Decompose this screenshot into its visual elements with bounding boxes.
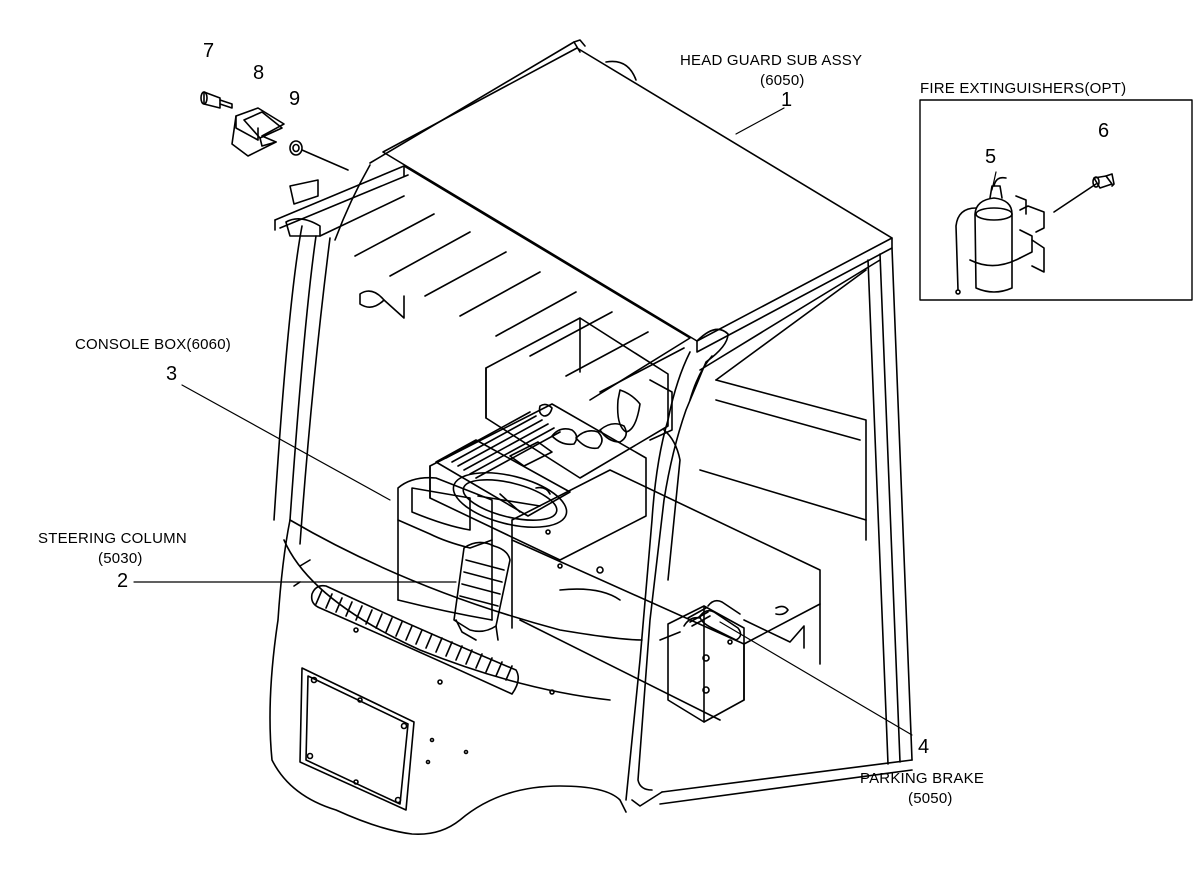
console-box (397, 476, 493, 621)
rear-right-pillar (659, 247, 913, 805)
part-number-8: 8 (253, 62, 265, 84)
part-number-7: 7 (203, 40, 215, 62)
part-number-4: 4 (918, 736, 930, 758)
head-guard-code: (6050) (760, 72, 805, 89)
front-access-panel (299, 667, 469, 811)
part-number-1: 1 (781, 89, 793, 111)
parking-brake-title: PARKING BRAKE (860, 770, 985, 787)
dashboard (429, 403, 647, 561)
steering-column-title: STEERING COLUMN (38, 530, 187, 547)
lower-body (269, 519, 643, 836)
part-number-5: 5 (985, 146, 997, 168)
fire-extinguisher-inset (919, 99, 1193, 301)
front-vent (310, 584, 555, 695)
part-9-nut (289, 140, 349, 171)
rear-grille (274, 165, 691, 401)
floor-area (511, 469, 821, 721)
fire-extinguisher-title: FIRE EXTINGUISHERS(OPT) (920, 80, 1127, 97)
part-7-bolt (200, 91, 233, 109)
part-number-3: 3 (166, 363, 178, 385)
front-right-pillar (625, 328, 729, 807)
leader-lines (133, 107, 913, 736)
head-guard-roof (369, 39, 893, 353)
console-box-title: CONSOLE BOX(6060) (75, 336, 231, 353)
part-8-plate (231, 107, 285, 157)
side-panels (485, 317, 867, 541)
part-number-6: 6 (1098, 120, 1110, 142)
parking-brake-code: (5050) (908, 790, 953, 807)
steering-column (453, 541, 511, 641)
parking-brake-assembly (659, 599, 805, 723)
part-number-9: 9 (289, 88, 301, 110)
part-number-2: 2 (117, 570, 129, 592)
steering-column-code: (5030) (98, 550, 143, 567)
steering-wheel (452, 472, 568, 528)
front-left-pillar (273, 164, 371, 545)
head-guard-title: HEAD GUARD SUB ASSY (680, 52, 863, 69)
